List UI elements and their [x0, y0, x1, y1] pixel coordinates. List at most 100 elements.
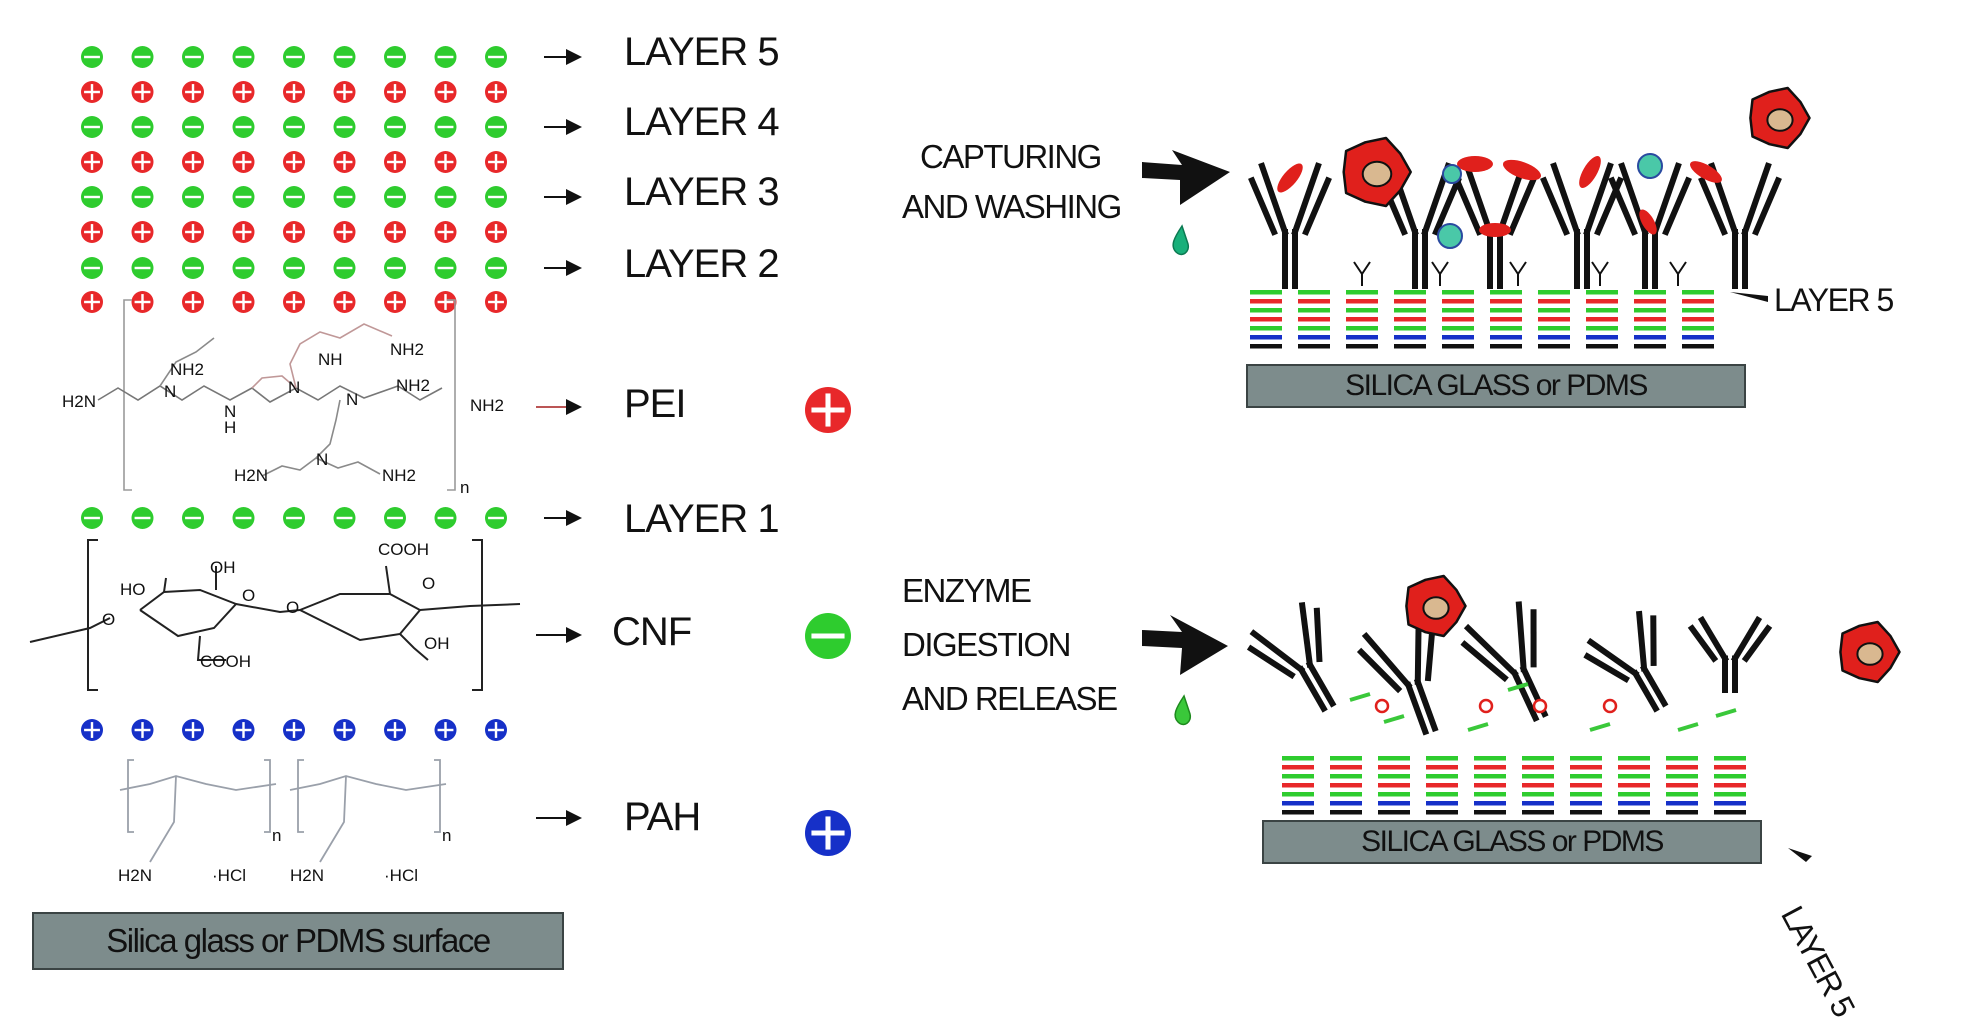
top-stack-stripe-0-5 [1250, 335, 1282, 340]
top-stack-stripe-6-2 [1538, 308, 1570, 313]
process-arrows [1142, 150, 1230, 675]
top-small-antibody-0 [1353, 261, 1371, 286]
chem-n-4: N [346, 390, 359, 409]
bottom-cleaved-fragment-3 [1507, 682, 1529, 692]
top-stack-stripe-1-3 [1298, 317, 1330, 322]
bottom-antibody-2 [1356, 614, 1439, 736]
label-layer4: LAYER 4 [624, 100, 780, 144]
bottom-stack-stripe-8-5 [1666, 801, 1698, 806]
chem-h2n-pah2: H2N [290, 866, 325, 885]
bottom-stack-stripe-7-1 [1618, 765, 1650, 770]
legend-negative-green [805, 613, 851, 659]
bottom-stack-stripe-0-5 [1282, 801, 1314, 806]
dot-layer5-6 [384, 46, 406, 68]
label-layer5-right-top: LAYER 5 [1774, 282, 1894, 318]
top-antibody-0 [1248, 162, 1332, 289]
top-stack-stripe-2-0 [1346, 290, 1378, 295]
dot-pei-1-2 [182, 291, 204, 313]
bottom-stack-stripe-1-0 [1330, 756, 1362, 761]
top-stack-stripe-3-3 [1394, 317, 1426, 322]
bottom-stack-stripe-6-3 [1570, 783, 1602, 788]
dot-layer2-5 [333, 257, 356, 279]
top-stack-stripe-3-5 [1394, 335, 1426, 340]
top-stack-stripe-7-5 [1586, 335, 1618, 340]
chem-n-5: N [316, 450, 329, 469]
top-stack-stripe-8-2 [1634, 308, 1666, 313]
bottom-stack-stripe-5-6 [1522, 810, 1554, 815]
top-stack-stripe-4-2 [1442, 308, 1474, 313]
top-stack-stripe-7-6 [1586, 344, 1618, 349]
top-stack-stripe-6-0 [1538, 290, 1570, 295]
top-stack-stripe-6-5 [1538, 335, 1570, 340]
top-stack-stripe-5-0 [1490, 290, 1522, 295]
chem-h2n-pah1: H2N [118, 866, 153, 885]
bottom-cleaved-fragment-1 [1383, 714, 1405, 724]
top-stack-stripe-3-0 [1394, 290, 1426, 295]
bottom-stack-stripe-5-1 [1522, 765, 1554, 770]
bottom-stack-stripe-4-0 [1474, 756, 1506, 761]
bottom-stack-stripe-0-1 [1282, 765, 1314, 770]
top-stack-stripe-8-0 [1634, 290, 1666, 295]
top-stack-stripe-8-4 [1634, 326, 1666, 331]
bottom-stack-stripe-8-2 [1666, 774, 1698, 779]
bottom-stack-stripe-3-3 [1426, 783, 1458, 788]
chem-nh-top: NH [318, 350, 343, 369]
release-assembly [1246, 574, 1901, 815]
chem-sub-n-pah1: n [272, 826, 282, 845]
top-stack-stripe-1-5 [1298, 335, 1330, 340]
dot-layer5-0 [81, 46, 103, 68]
top-rbc-1 [1277, 163, 1303, 193]
top-small-antibody-1 [1431, 261, 1449, 286]
top-stack-stripe-0-6 [1250, 344, 1282, 349]
bottom-stack-stripe-0-3 [1282, 783, 1314, 788]
dot-layer3-0 [81, 186, 103, 208]
top-stack-stripe-2-5 [1346, 335, 1378, 340]
dot-layer1-0 [81, 507, 103, 529]
top-stack-stripe-9-1 [1682, 299, 1714, 304]
chem-sub-n-pah2: n [442, 826, 452, 845]
dot-pei-4-2 [182, 81, 204, 103]
dot-layer1-2 [182, 507, 204, 529]
chem-cooh-top: COOH [378, 540, 429, 559]
top-small-antibody-4 [1669, 261, 1687, 286]
bottom-stack-stripe-4-1 [1474, 765, 1506, 770]
label-pei: PEI [624, 382, 686, 426]
dot-pei-1-4 [283, 291, 305, 313]
legend-positive-red [805, 387, 851, 433]
top-stack-stripe-9-0 [1682, 290, 1714, 295]
top-rbc-4 [1579, 156, 1601, 188]
bottom-stack-stripe-1-2 [1330, 774, 1362, 779]
dot-layer3-4 [283, 186, 305, 208]
substrate-bar-top: SILICA GLASS or PDMS [1246, 364, 1746, 408]
dot-pei-2-4 [283, 221, 305, 243]
top-stack-stripe-7-0 [1586, 290, 1618, 295]
dot-pei-1-8 [485, 291, 507, 313]
bottom-antibody-5 [1687, 615, 1773, 693]
bottom-stack-stripe-1-3 [1330, 783, 1362, 788]
cnf-structure [29, 539, 521, 691]
dot-pei-4-3 [232, 81, 255, 103]
top-stack-stripe-8-3 [1634, 317, 1666, 322]
dot-layer3-7 [434, 186, 457, 208]
dot-layer5-7 [434, 46, 457, 68]
dot-pah-7 [434, 719, 457, 741]
top-stack-stripe-6-4 [1538, 326, 1570, 331]
dot-layer4-1 [131, 116, 154, 138]
chem-cooh-bottom: COOH [200, 652, 251, 671]
bottom-released-cell-2 [1839, 620, 1901, 684]
chem-hcl-2: ·HCl [384, 866, 418, 885]
dot-pei-1-7 [434, 291, 457, 313]
dot-pei-3-8 [485, 151, 507, 173]
top-stack-stripe-7-1 [1586, 299, 1618, 304]
top-stack-stripe-3-4 [1394, 326, 1426, 331]
dot-pei-4-4 [283, 81, 305, 103]
top-stack-stripe-5-5 [1490, 335, 1522, 340]
top-stack-stripe-1-0 [1298, 290, 1330, 295]
bottom-stack-stripe-2-6 [1378, 810, 1410, 815]
step-enzyme-line2: DIGESTION [902, 626, 1072, 663]
top-stack-stripe-7-4 [1586, 326, 1618, 331]
chem-nh2-end: NH2 [470, 396, 505, 415]
bottom-stack-stripe-6-5 [1570, 801, 1602, 806]
bottom-stack-stripe-3-6 [1426, 810, 1458, 815]
dot-layer3-2 [182, 186, 204, 208]
